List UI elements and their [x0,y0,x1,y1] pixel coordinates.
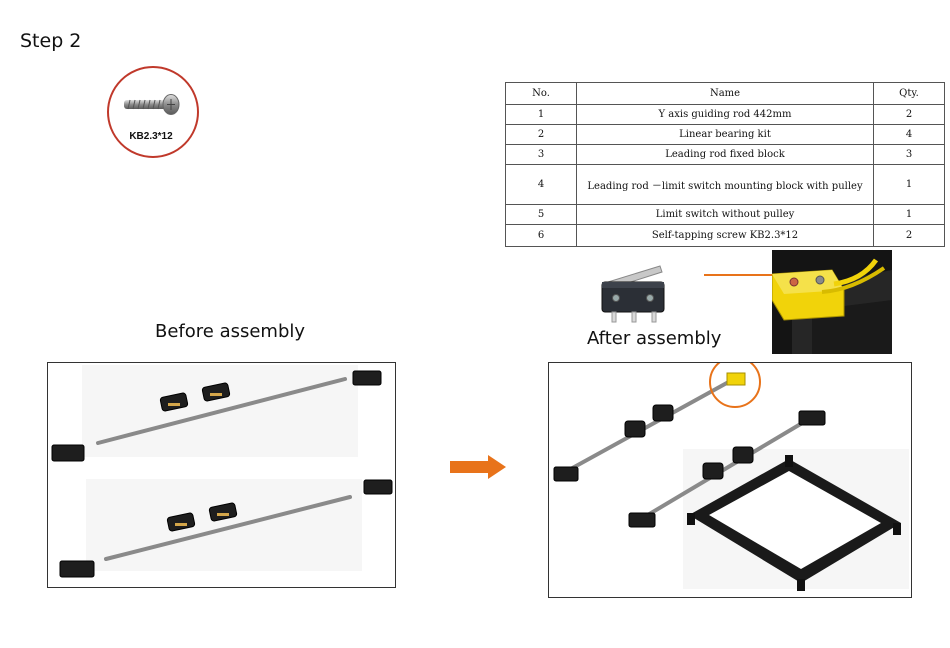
mounting-block-closeup-image [772,250,892,354]
cell-name: Leading rod －limit switch mounting block… [576,164,874,205]
cell-name: Self-tapping screw KB2.3*12 [576,224,874,247]
table-row: 5 Limit switch without pulley 1 [505,204,945,225]
after-assembly-image [553,356,909,591]
cell-qty: 4 [873,124,945,145]
after-assembly-caption: After assembly [587,328,722,349]
table-row: 3 Leading rod fixed block 3 [505,144,945,165]
screw-callout-circle [107,66,199,158]
cell-qty: 2 [873,224,945,247]
table-row: 1 Y axis guiding rod 442mm 2 [505,104,945,125]
cell-qty: 3 [873,144,945,165]
table-row: 6 Self-tapping screw KB2.3*12 2 [505,224,945,247]
after-assembly-panel [548,356,912,598]
table-row: 4 Leading rod －limit switch mounting blo… [505,164,945,205]
table-row: 2 Linear bearing kit 4 [505,124,945,145]
cell-name: Leading rod fixed block [576,144,874,165]
cell-no: 2 [505,124,577,145]
cell-no: 6 [505,224,577,247]
step-title: Step 2 [20,30,82,52]
cell-name: Y axis guiding rod 442mm [576,104,874,125]
screw-icon [124,94,180,115]
header-qty: Qty. [873,82,945,105]
cell-name: Linear bearing kit [576,124,874,145]
cell-name: Limit switch without pulley [576,204,874,225]
header-name: Name [576,82,874,105]
screw-label: KB2.3*12 [129,131,173,142]
right-arrow-icon [450,455,506,479]
header-no: No. [505,82,577,105]
guide-rod [104,495,352,561]
limit-switch-image [601,265,665,323]
before-assembly-image [51,365,393,578]
cell-no: 1 [505,104,577,125]
before-assembly-panel [47,362,396,588]
parts-table: No. Name Qty. 1 Y axis guiding rod 442mm… [505,82,945,247]
guide-rod [96,377,347,445]
cell-qty: 1 [873,204,945,225]
before-assembly-caption: Before assembly [155,321,306,342]
cell-no: 3 [505,144,577,165]
cell-qty: 2 [873,104,945,125]
cell-no: 4 [505,164,577,205]
cell-qty: 1 [873,164,945,205]
cell-no: 5 [505,204,577,225]
callout-line [704,274,776,276]
